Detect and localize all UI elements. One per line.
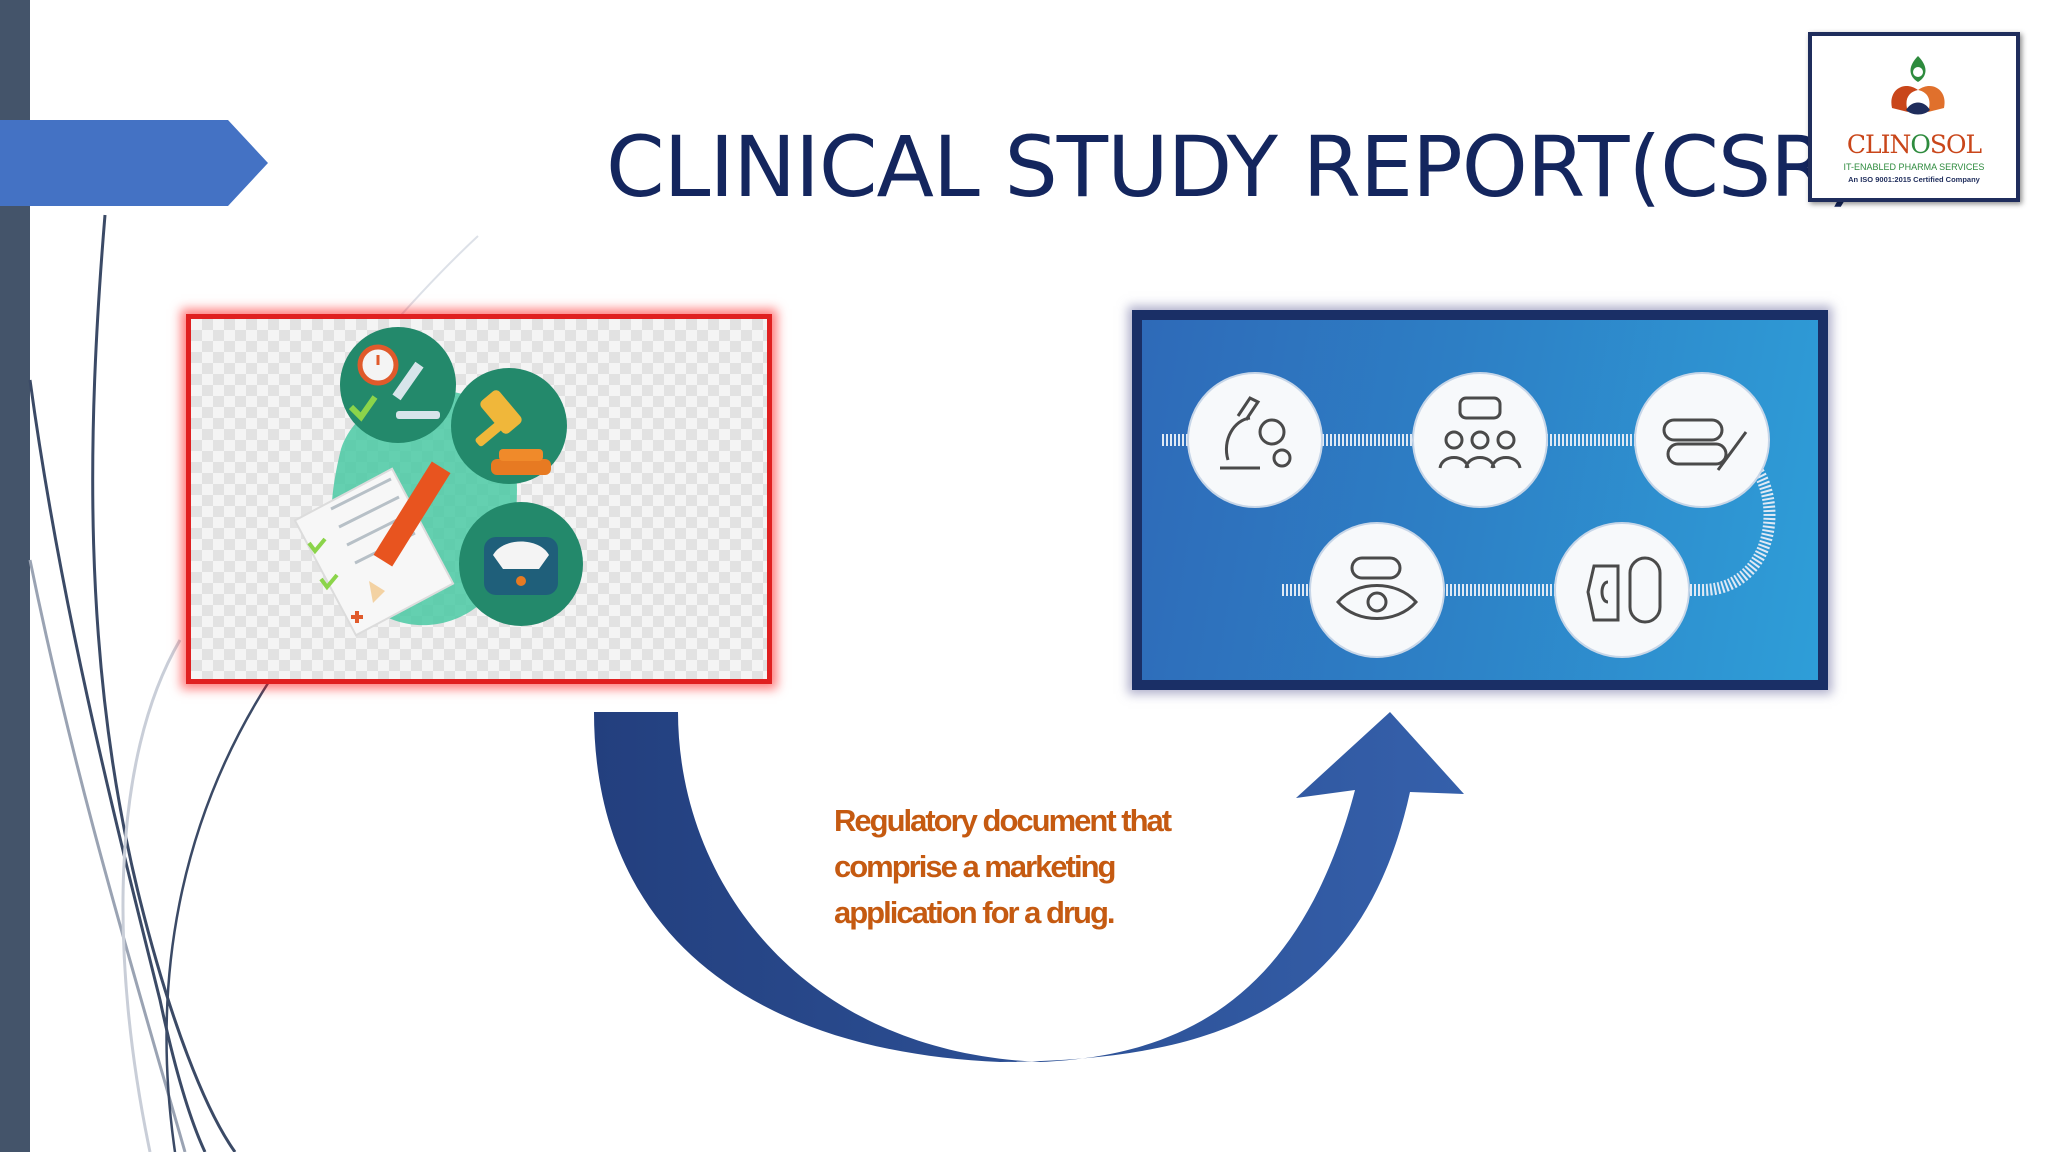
pencil-document-icon (293, 461, 455, 637)
accent-arrow-tab (0, 120, 268, 206)
logo-tagline: IT-ENABLED PHARMA SERVICES (1843, 162, 1985, 172)
caption-text: Regulatory document that comprise a mark… (834, 798, 1194, 936)
microscope-gears-icon (1220, 396, 1292, 470)
clinical-illustration-image (186, 314, 772, 684)
pills-pen-icon (1662, 418, 1748, 471)
scale-icon (459, 502, 583, 626)
caption-line: Regulatory document that (834, 803, 1172, 838)
logo-emblem-icon (1891, 56, 1945, 115)
logo-certification: An ISO 9001:2015 Certified Company (1848, 175, 1980, 184)
gavel-icon (451, 368, 567, 484)
curved-arrow (594, 712, 1464, 1062)
drug-pipeline-illustration (1162, 372, 1776, 658)
logo-wordmark: CLINOSOL (1846, 130, 1982, 159)
people-discussion-icon (1438, 396, 1522, 469)
microscope-checklist-icon (340, 327, 456, 443)
page-title: CLINICAL STUDY REPORT(CSR) (606, 118, 1860, 216)
clinical-illustration (293, 327, 583, 637)
eye-pill-icon (1336, 556, 1418, 620)
price-tag-capsule-icon (1586, 556, 1662, 624)
caption-line: application for a drug. (834, 895, 1116, 930)
company-logo: CLINOSOL IT-ENABLED PHARMA SERVICES An I… (1808, 32, 2020, 202)
caption-line: comprise a marketing (834, 849, 1116, 884)
drug-pipeline-image (1132, 310, 1828, 690)
